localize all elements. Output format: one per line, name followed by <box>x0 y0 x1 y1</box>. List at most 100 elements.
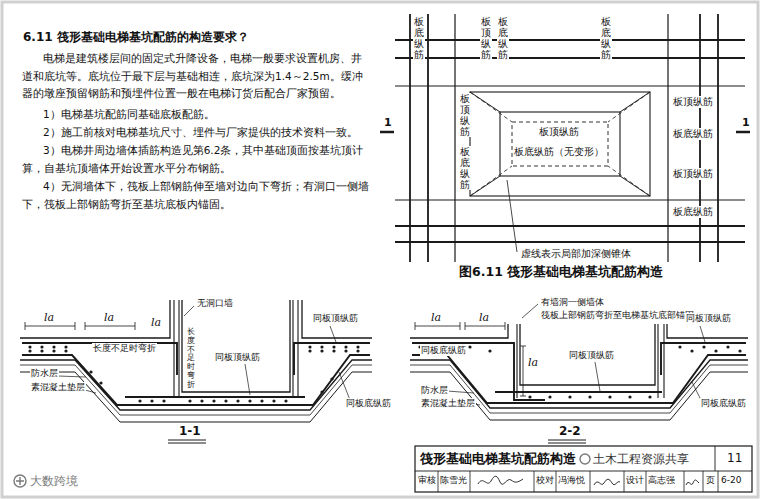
rebar-label: 板顶纵筋 <box>672 96 714 108</box>
rebar-label: 板底纵筋 <box>414 16 424 60</box>
section-marker: 1 <box>741 116 751 129</box>
callout-label: 防水层 <box>31 368 58 378</box>
callout-label: 同板顶纵筋 <box>214 352 261 363</box>
callout-label: 长度不足时弯折 <box>93 343 156 353</box>
section-title: 2-2 <box>558 424 582 438</box>
note-text: 电梯是建筑楼层间的固定式升降设备，电梯一般要求设置机房、井道和底坑等。底坑位于最… <box>22 50 372 103</box>
title-block-cell: 冯海悦 <box>558 475 585 486</box>
callout-label: la <box>528 356 538 369</box>
callout-label: la <box>151 316 161 329</box>
note-text: 1）电梯基坑配筋同基础底板配筋。 <box>22 106 372 124</box>
callout-label: 同板顶纵筋 <box>215 352 260 362</box>
title-block-cell: 页 <box>706 475 715 486</box>
callout-label: 防水层 <box>421 385 448 395</box>
callout-label: 有墙洞一侧墙体 <box>541 297 604 307</box>
note-text: 3）电梯井周边墙体插筋构造见第6.2条，其中基础顶面按基坑顶计算，自基坑顶墙体开… <box>22 142 372 177</box>
callout-label: 素混凝土垫层 <box>420 398 476 408</box>
title-block-cell: 高志强 <box>648 475 675 486</box>
section-title: 1-1 <box>178 424 202 438</box>
rebar-label: 板顶纵筋 <box>672 168 714 180</box>
section-1-1 <box>20 300 372 443</box>
callout-label: 筏板上部钢筋弯折至电梯基坑底部锚固 <box>540 310 695 321</box>
rebar-label: 板顶纵筋 <box>460 93 470 137</box>
page-heading: 6.11 筏形基础电梯基坑配筋的构造要求？ <box>22 30 250 44</box>
title-block-cell: 陈雪光 <box>440 475 467 485</box>
rebar-label: 板底纵筋 <box>672 128 714 140</box>
callout-label: la <box>478 311 490 324</box>
callout-label: la <box>431 311 441 324</box>
callout-label: 长度不足时弯折 <box>187 328 195 390</box>
callout-label: la <box>479 311 489 324</box>
note-text: 2）施工前核对电梯基坑尺寸、埋件与厂家提供的技术资料一致。 <box>43 126 358 138</box>
title-block-cell: 高志强 <box>648 475 675 485</box>
callout-label: la <box>44 311 54 324</box>
rebar-label: 板顶纵筋 <box>539 126 579 137</box>
callout-label: 同板底纵筋 <box>701 398 746 408</box>
rebar-dots <box>418 345 741 398</box>
callout-label: 同板顶纵筋 <box>568 350 615 361</box>
callout-label: la <box>103 311 115 324</box>
rebar-label: 板底纵筋（无变形） <box>514 146 604 157</box>
rebar-label: 板顶纵筋 <box>481 16 491 60</box>
watermark: 土木工程资源共享 <box>593 452 689 466</box>
callout-label: 同板顶纵筋 <box>569 350 614 360</box>
callout-label: 防水层 <box>420 385 449 395</box>
callout-label: 长度不足时弯折 <box>186 328 196 390</box>
note-label: 虚线表示局部加深侧锥体 <box>521 248 631 259</box>
rebar-label: 板底纵筋 <box>413 16 425 60</box>
callout-label: 同板顶纵筋 <box>685 313 732 324</box>
rebar-label: 板顶纵筋 <box>538 126 580 138</box>
callout-label: la <box>430 311 442 324</box>
title-block-cell: 6-20 <box>721 475 741 485</box>
callout-label: 同板顶纵筋 <box>312 313 359 324</box>
callout-label: 素混凝土垫层 <box>421 398 475 408</box>
note-text: 3）电梯井周边墙体插筋构造见第6.2条，其中基础顶面按基坑顶计算，自基坑顶墙体开… <box>22 144 363 174</box>
callout-label: la <box>43 311 55 324</box>
callout-label: 同板底纵筋 <box>346 398 391 408</box>
plan-view <box>380 14 750 262</box>
title-block-cell: 审核 <box>418 475 436 485</box>
title-block-cell: 设计 <box>626 475 644 485</box>
callout-label: 无洞口墙 <box>196 298 234 309</box>
callout-label: 无洞口墙 <box>197 298 233 308</box>
note-text: 4）无洞墙体下，筏板上部钢筋伸至墙对边向下弯折；有洞口一侧墙下，筏板上部钢筋弯折… <box>22 180 369 210</box>
title-block-cell: 筏形基础电梯基坑配筋构造 <box>420 451 576 466</box>
callout-label: 防水层 <box>30 368 59 379</box>
rebar-label: 板底纵筋 <box>498 16 508 60</box>
title-block-cell: 冯海悦 <box>558 475 585 485</box>
rebar-label: 板底纵筋 <box>460 146 470 190</box>
rebar-label: 板底纵筋 <box>673 206 713 217</box>
watermark: 大数跨境 <box>30 474 78 488</box>
note-text: 2）施工前核对电梯基坑尺寸、埋件与厂家提供的技术资料一致。 <box>22 124 372 142</box>
title-block-cell: 校对 <box>536 475 554 485</box>
callout-label: 同板底纵筋 <box>421 345 466 355</box>
page-heading: 6.11 筏形基础电梯基坑配筋的构造要求？ <box>23 30 249 44</box>
callout-label: 同板底纵筋 <box>420 345 467 356</box>
callout-label: la <box>104 311 114 324</box>
callout-label: 筏板上部钢筋弯折至电梯基坑底部锚固 <box>541 310 694 320</box>
rebar-label: 板顶纵筋 <box>673 96 713 107</box>
title-block-cell: 11 <box>727 451 742 465</box>
title-block-cell: 6-20 <box>721 475 741 486</box>
title-block-cell: 陈雪光 <box>440 475 467 486</box>
rebar-label: 板底纵筋 <box>600 16 612 60</box>
note-text: 电梯是建筑楼层间的固定式升降设备，电梯一般要求设置机房、井道和底坑等。底坑位于最… <box>22 52 363 99</box>
rebar-label: 板底纵筋 <box>601 16 611 60</box>
callout-label: la <box>150 316 162 329</box>
title-block-cell: 页 <box>706 475 715 485</box>
note-text: 1）电梯基坑配筋同基础底板配筋。 <box>43 108 215 120</box>
rebar-label: 板顶纵筋 <box>480 16 492 60</box>
title-block-cell: 筏形基础电梯基坑配筋构造 <box>420 451 576 467</box>
callout-label: 素混凝土垫层 <box>30 382 86 393</box>
rebar-label: 板顶纵筋 <box>459 93 471 137</box>
callout-label: 同板底纵筋 <box>700 398 747 409</box>
rebar-label: 板底纵筋 <box>672 206 714 218</box>
rebar-label: 板底纵筋 <box>459 146 471 190</box>
title-block-cell: 设计 <box>626 475 644 486</box>
callout-label: 同板底纵筋 <box>345 398 392 409</box>
rebar-label: 板底纵筋（无变形） <box>513 146 605 158</box>
callout-label: 长度不足时弯折 <box>92 343 157 353</box>
callout-label: 同板顶纵筋 <box>313 313 358 323</box>
